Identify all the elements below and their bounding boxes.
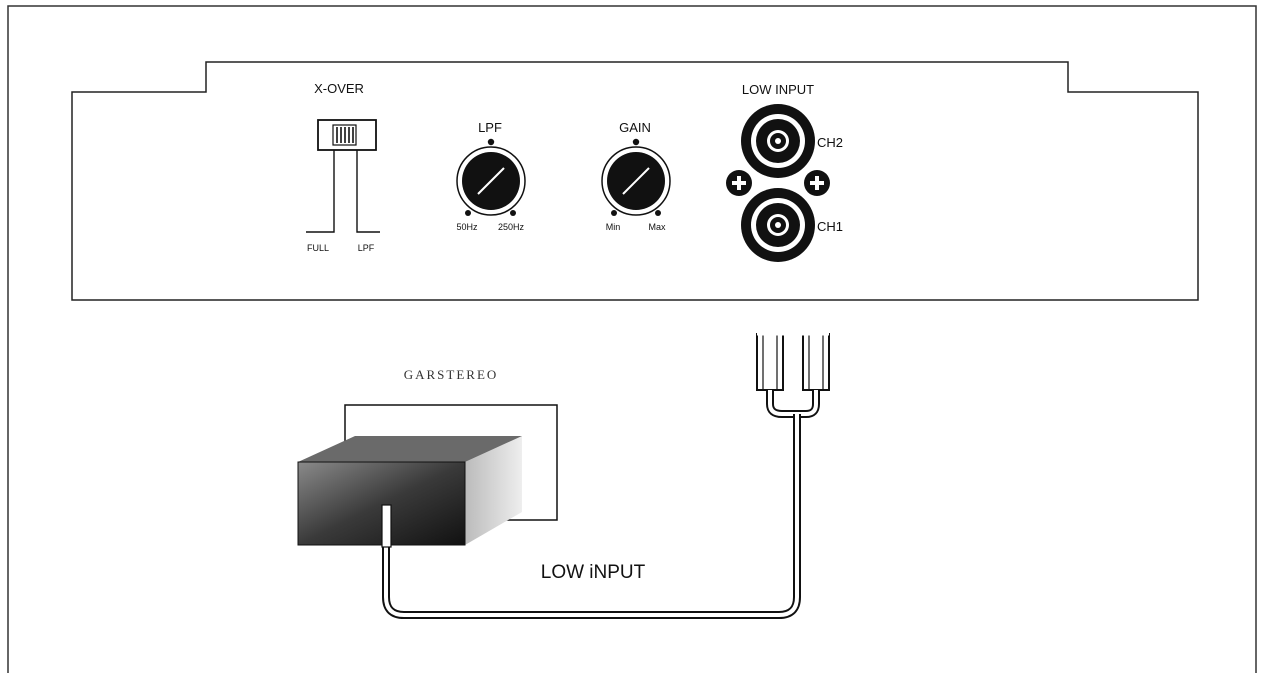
lpf-max-label: 250Hz (498, 222, 525, 232)
rca-plug-left (756, 333, 784, 391)
lpf-knob-pointer (477, 167, 505, 195)
xover-title: X-OVER (314, 81, 364, 96)
ch1-label: CH1 (817, 219, 843, 234)
low-input-jacks: LOW INPUT CH2 CH1 (726, 82, 843, 262)
gain-max-label: Max (648, 222, 666, 232)
screw-icon (726, 170, 752, 196)
rca-jack-ch1[interactable] (741, 188, 815, 262)
stereo-label: GARSTEREO (404, 367, 499, 382)
lpf-min-label: 50Hz (456, 222, 478, 232)
rca-cable (382, 332, 830, 619)
xover-option-full: FULL (307, 243, 329, 253)
outer-frame (7, 5, 1257, 673)
low-input-title: LOW INPUT (742, 82, 814, 97)
car-stereo-head-unit: GARSTEREO (297, 367, 558, 548)
lpf-knob[interactable]: LPF 50Hz 250Hz (456, 120, 526, 232)
gain-knob[interactable]: GAIN Min Max (601, 120, 671, 232)
gain-min-label: Min (606, 222, 621, 232)
gain-title: GAIN (619, 120, 651, 135)
lpf-title: LPF (478, 120, 502, 135)
rca-plug-right (802, 333, 830, 391)
rca-jack-ch2[interactable] (741, 104, 815, 178)
screw-icon (804, 170, 830, 196)
xover-switch[interactable]: X-OVER FULL LPF (306, 81, 380, 253)
cable-caption: LOW iNPUT (541, 562, 646, 583)
gain-knob-pointer (622, 167, 650, 195)
ch2-label: CH2 (817, 135, 843, 150)
xover-option-lpf: LPF (358, 243, 375, 253)
